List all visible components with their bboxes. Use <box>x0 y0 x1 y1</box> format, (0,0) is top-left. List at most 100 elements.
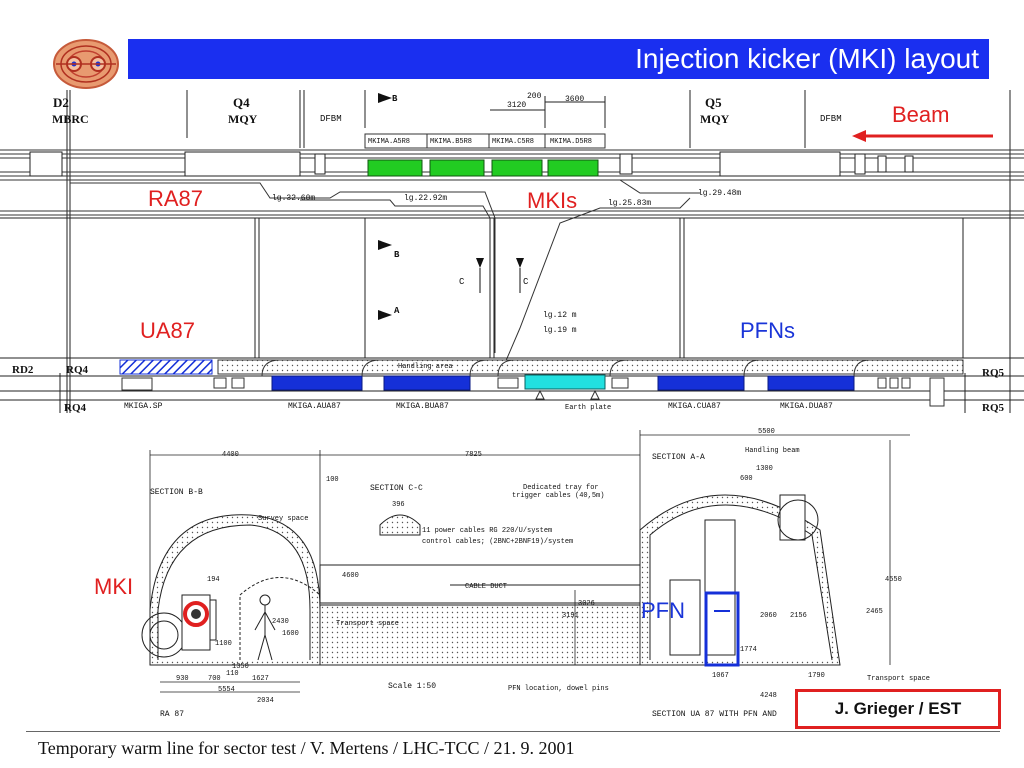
power-cables-label: 11 power cables RG 220/U/system <box>422 527 553 535</box>
pfns-label: PFNs <box>740 318 795 343</box>
dim-2060: 2060 <box>760 612 777 620</box>
mkis-label: MKIs <box>527 188 578 213</box>
dim-194: 194 <box>207 576 220 584</box>
cable-length-3: lg.25.83m <box>608 199 652 208</box>
dim-4550: 4550 <box>885 576 902 584</box>
dim-1100: 1100 <box>215 640 232 648</box>
ra87-label: RA87 <box>148 186 204 211</box>
dim-1790: 1790 <box>808 672 825 680</box>
dim-5554: 5554 <box>218 686 235 694</box>
dim-700: 700 <box>208 675 221 683</box>
dim-2156: 2156 <box>790 612 807 620</box>
header-dfbm-2: DFBM <box>820 114 842 124</box>
section-ua87-title: SECTION UA 87 WITH PFN AND <box>652 710 777 719</box>
section-mark-a: A <box>394 306 400 316</box>
handling-area-label: Handling area <box>398 363 453 371</box>
bottom-cell-aua87: MKIGA.AUA87 <box>288 402 341 411</box>
header-mqy-1: MQY <box>228 112 258 126</box>
dim-5500: 5500 <box>758 428 775 436</box>
dim-110: 110 <box>226 670 239 678</box>
dim-4600: 4600 <box>342 572 359 580</box>
beam-label: Beam <box>892 102 950 127</box>
credit-box: J. Grieger / EST <box>795 689 1001 729</box>
tunnel-layout-plan <box>0 90 1024 413</box>
dim-7825: 7825 <box>465 451 482 459</box>
dim-1774: 1774 <box>740 646 757 654</box>
cable-length-2: lg.22.92m <box>404 194 448 203</box>
section-mark-c-right: C <box>523 277 529 287</box>
mki-marker-icon <box>183 601 209 627</box>
bottom-cell-sp: MKIGA.SP <box>124 402 163 411</box>
tray-label-1: Dedicated tray for <box>523 484 599 492</box>
section-cc-title: SECTION C-C <box>370 484 423 493</box>
section-mark-b-top: B <box>392 94 398 104</box>
magnet-label-a: MKIMA.A5R8 <box>368 138 411 146</box>
header-q4: Q4 <box>233 95 250 110</box>
dim-3600: 3600 <box>565 95 585 104</box>
bottom-cell-cua87: MKIGA.CUA87 <box>668 402 721 411</box>
dim-1067: 1067 <box>712 672 729 680</box>
dim-3191: 3191 <box>562 612 579 620</box>
dim-3120: 3120 <box>507 101 527 110</box>
pfn-label: PFN <box>641 598 685 623</box>
control-cables-label: control cables; (2BNC+2BNF19)/system <box>422 538 574 546</box>
survey-space-label: Survey space <box>258 515 309 523</box>
rq5-top-label: RQ5 <box>982 367 1004 379</box>
dim-1600: 1600 <box>282 630 299 638</box>
header-mqy-2: MQY <box>700 112 730 126</box>
credit-text: J. Grieger / EST <box>834 699 962 718</box>
dim-1627: 1627 <box>252 675 269 683</box>
lhc-logo-icon <box>53 39 119 89</box>
magnet-label-b: MKIMA.B5R8 <box>430 138 473 146</box>
rq4-bottom-label: RQ4 <box>64 402 86 414</box>
section-bb-title: SECTION B-B <box>150 488 203 497</box>
transport-space-1: Transport space <box>336 620 400 628</box>
header-d2: D2 <box>53 95 69 110</box>
transport-space-2: Transport space <box>867 675 931 683</box>
section-mark-b-mid: B <box>394 250 400 260</box>
pfn-outline-icon <box>704 591 740 667</box>
scale-label: Scale 1:50 <box>388 682 437 691</box>
header-dfbm-1: DFBM <box>320 114 342 124</box>
magnet-label-d: MKIMA.D5R8 <box>550 138 593 146</box>
rq4-top-label: RQ4 <box>66 364 88 376</box>
page-title: Injection kicker (MKI) layout <box>635 43 979 74</box>
bottom-cell-bua87: MKIGA.BUA87 <box>396 402 449 411</box>
bottom-cell-dua87: MKIGA.DUA87 <box>780 402 833 411</box>
mki-label: MKI <box>94 574 134 599</box>
pfn-location-label: PFN location, dowel pins <box>508 685 609 693</box>
dim-4400: 4400 <box>222 451 239 459</box>
cable-length-5: lg.12 m <box>543 311 577 320</box>
dim-4248: 4248 <box>760 692 777 700</box>
earth-plate-label: Earth plate <box>565 404 612 412</box>
section-mark-c-left: C <box>459 277 465 287</box>
dim-930: 930 <box>176 675 189 683</box>
ua87-label: UA87 <box>140 318 196 343</box>
handling-beam-label: Handling beam <box>745 447 800 455</box>
footer-divider <box>26 731 1000 732</box>
section-aa-title: SECTION A-A <box>652 453 705 462</box>
cable-length-1: lg.32.60m <box>272 194 316 203</box>
dim-600: 600 <box>740 475 753 483</box>
dim-2430: 2430 <box>272 618 289 626</box>
dim-2465: 2465 <box>866 608 883 616</box>
dim-396: 396 <box>392 501 405 509</box>
mki-magnets <box>367 159 599 177</box>
header-q5: Q5 <box>705 95 722 110</box>
tray-label-2: trigger cables (40,5m) <box>512 492 605 500</box>
header-mbrc: MBRC <box>52 112 89 126</box>
magnet-label-c: MKIMA.C5R8 <box>492 138 535 146</box>
cable-length-6: lg.19 m <box>543 326 577 335</box>
cable-length-4: lg.29.48m <box>698 189 742 198</box>
dim-2034: 2034 <box>257 697 274 705</box>
dim-200: 200 <box>527 92 542 101</box>
rq5-bottom-label: RQ5 <box>982 402 1004 414</box>
dim-100: 100 <box>326 476 339 484</box>
beam-arrow-icon <box>852 130 993 142</box>
rd2-label: RD2 <box>12 364 34 376</box>
dim-1350: 1350 <box>232 663 249 671</box>
title-bar: Injection kicker (MKI) layout <box>128 39 989 79</box>
footer-text: Temporary warm line for sector test / V.… <box>38 738 575 758</box>
cable-duct-label: CABLE DUCT <box>465 583 508 591</box>
ra87-section-label: RA 87 <box>160 710 185 719</box>
